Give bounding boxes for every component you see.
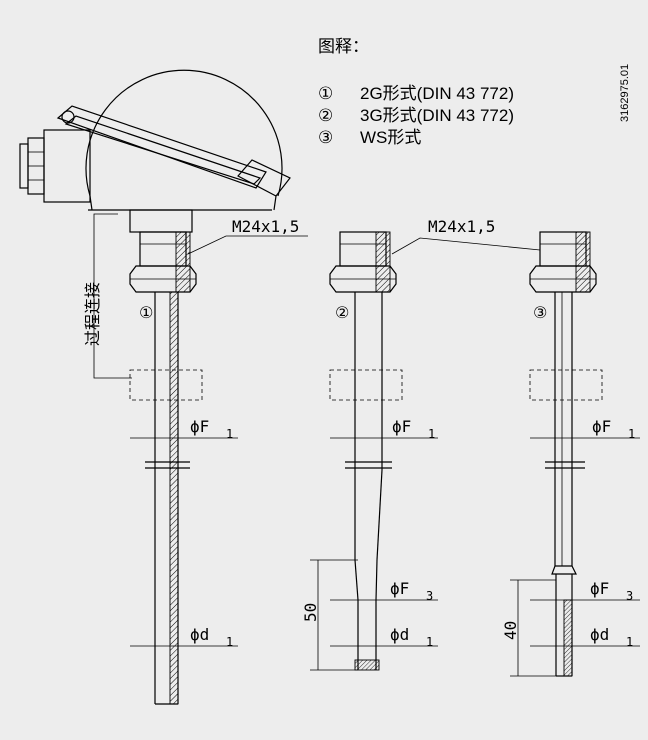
svg-text:1: 1 <box>226 427 233 441</box>
svg-text:1: 1 <box>426 635 433 649</box>
legend-text-2: 3G形式(DIN 43 772) <box>360 106 514 125</box>
thermowell-3g <box>329 231 403 671</box>
phi-d-label-1: ϕd <box>190 625 209 644</box>
thermowell-ws <box>529 231 603 677</box>
phi-f3-label-3: ϕF <box>590 579 609 598</box>
phi-f-label-2: ϕF <box>392 417 411 436</box>
process-connection-leader <box>93 213 132 379</box>
document-id: 3162975.01 <box>619 64 631 122</box>
legend-text-1: 2G形式(DIN 43 772) <box>360 84 514 103</box>
legend-title: 图释： <box>318 37 369 56</box>
dim-50: 50 <box>301 603 320 622</box>
thread-leader-1 <box>187 235 308 255</box>
phi-f-label-3: ϕF <box>592 417 611 436</box>
process-connection-label: 过程连接 <box>83 282 102 346</box>
legend-mark-1: ① <box>318 84 333 103</box>
phi-d-label-3: ϕd <box>590 625 609 644</box>
svg-text:3: 3 <box>626 589 633 603</box>
phi-d-label-2: ϕd <box>390 625 409 644</box>
svg-text:3: 3 <box>426 589 433 603</box>
phi-f3-label-2: ϕF <box>390 579 409 598</box>
legend-text-3: WS形式 <box>360 128 421 147</box>
thread-label-2: M24x1,5 <box>428 217 495 236</box>
thread-leader-2 <box>391 237 541 255</box>
connection-head <box>19 69 291 233</box>
legend-mark-2: ② <box>318 106 333 125</box>
marker-3: ③ <box>533 303 547 322</box>
svg-text:1: 1 <box>428 427 435 441</box>
svg-text:1: 1 <box>626 635 633 649</box>
thermowell-2g <box>129 231 203 705</box>
thread-label-1: M24x1,5 <box>232 217 299 236</box>
svg-text:1: 1 <box>628 427 635 441</box>
phi-f-label-1: ϕF <box>190 417 209 436</box>
legend-mark-3: ③ <box>318 128 333 147</box>
marker-1: ① <box>139 303 153 322</box>
marker-2: ② <box>335 303 349 322</box>
svg-text:1: 1 <box>226 635 233 649</box>
dim-40: 40 <box>501 621 520 640</box>
